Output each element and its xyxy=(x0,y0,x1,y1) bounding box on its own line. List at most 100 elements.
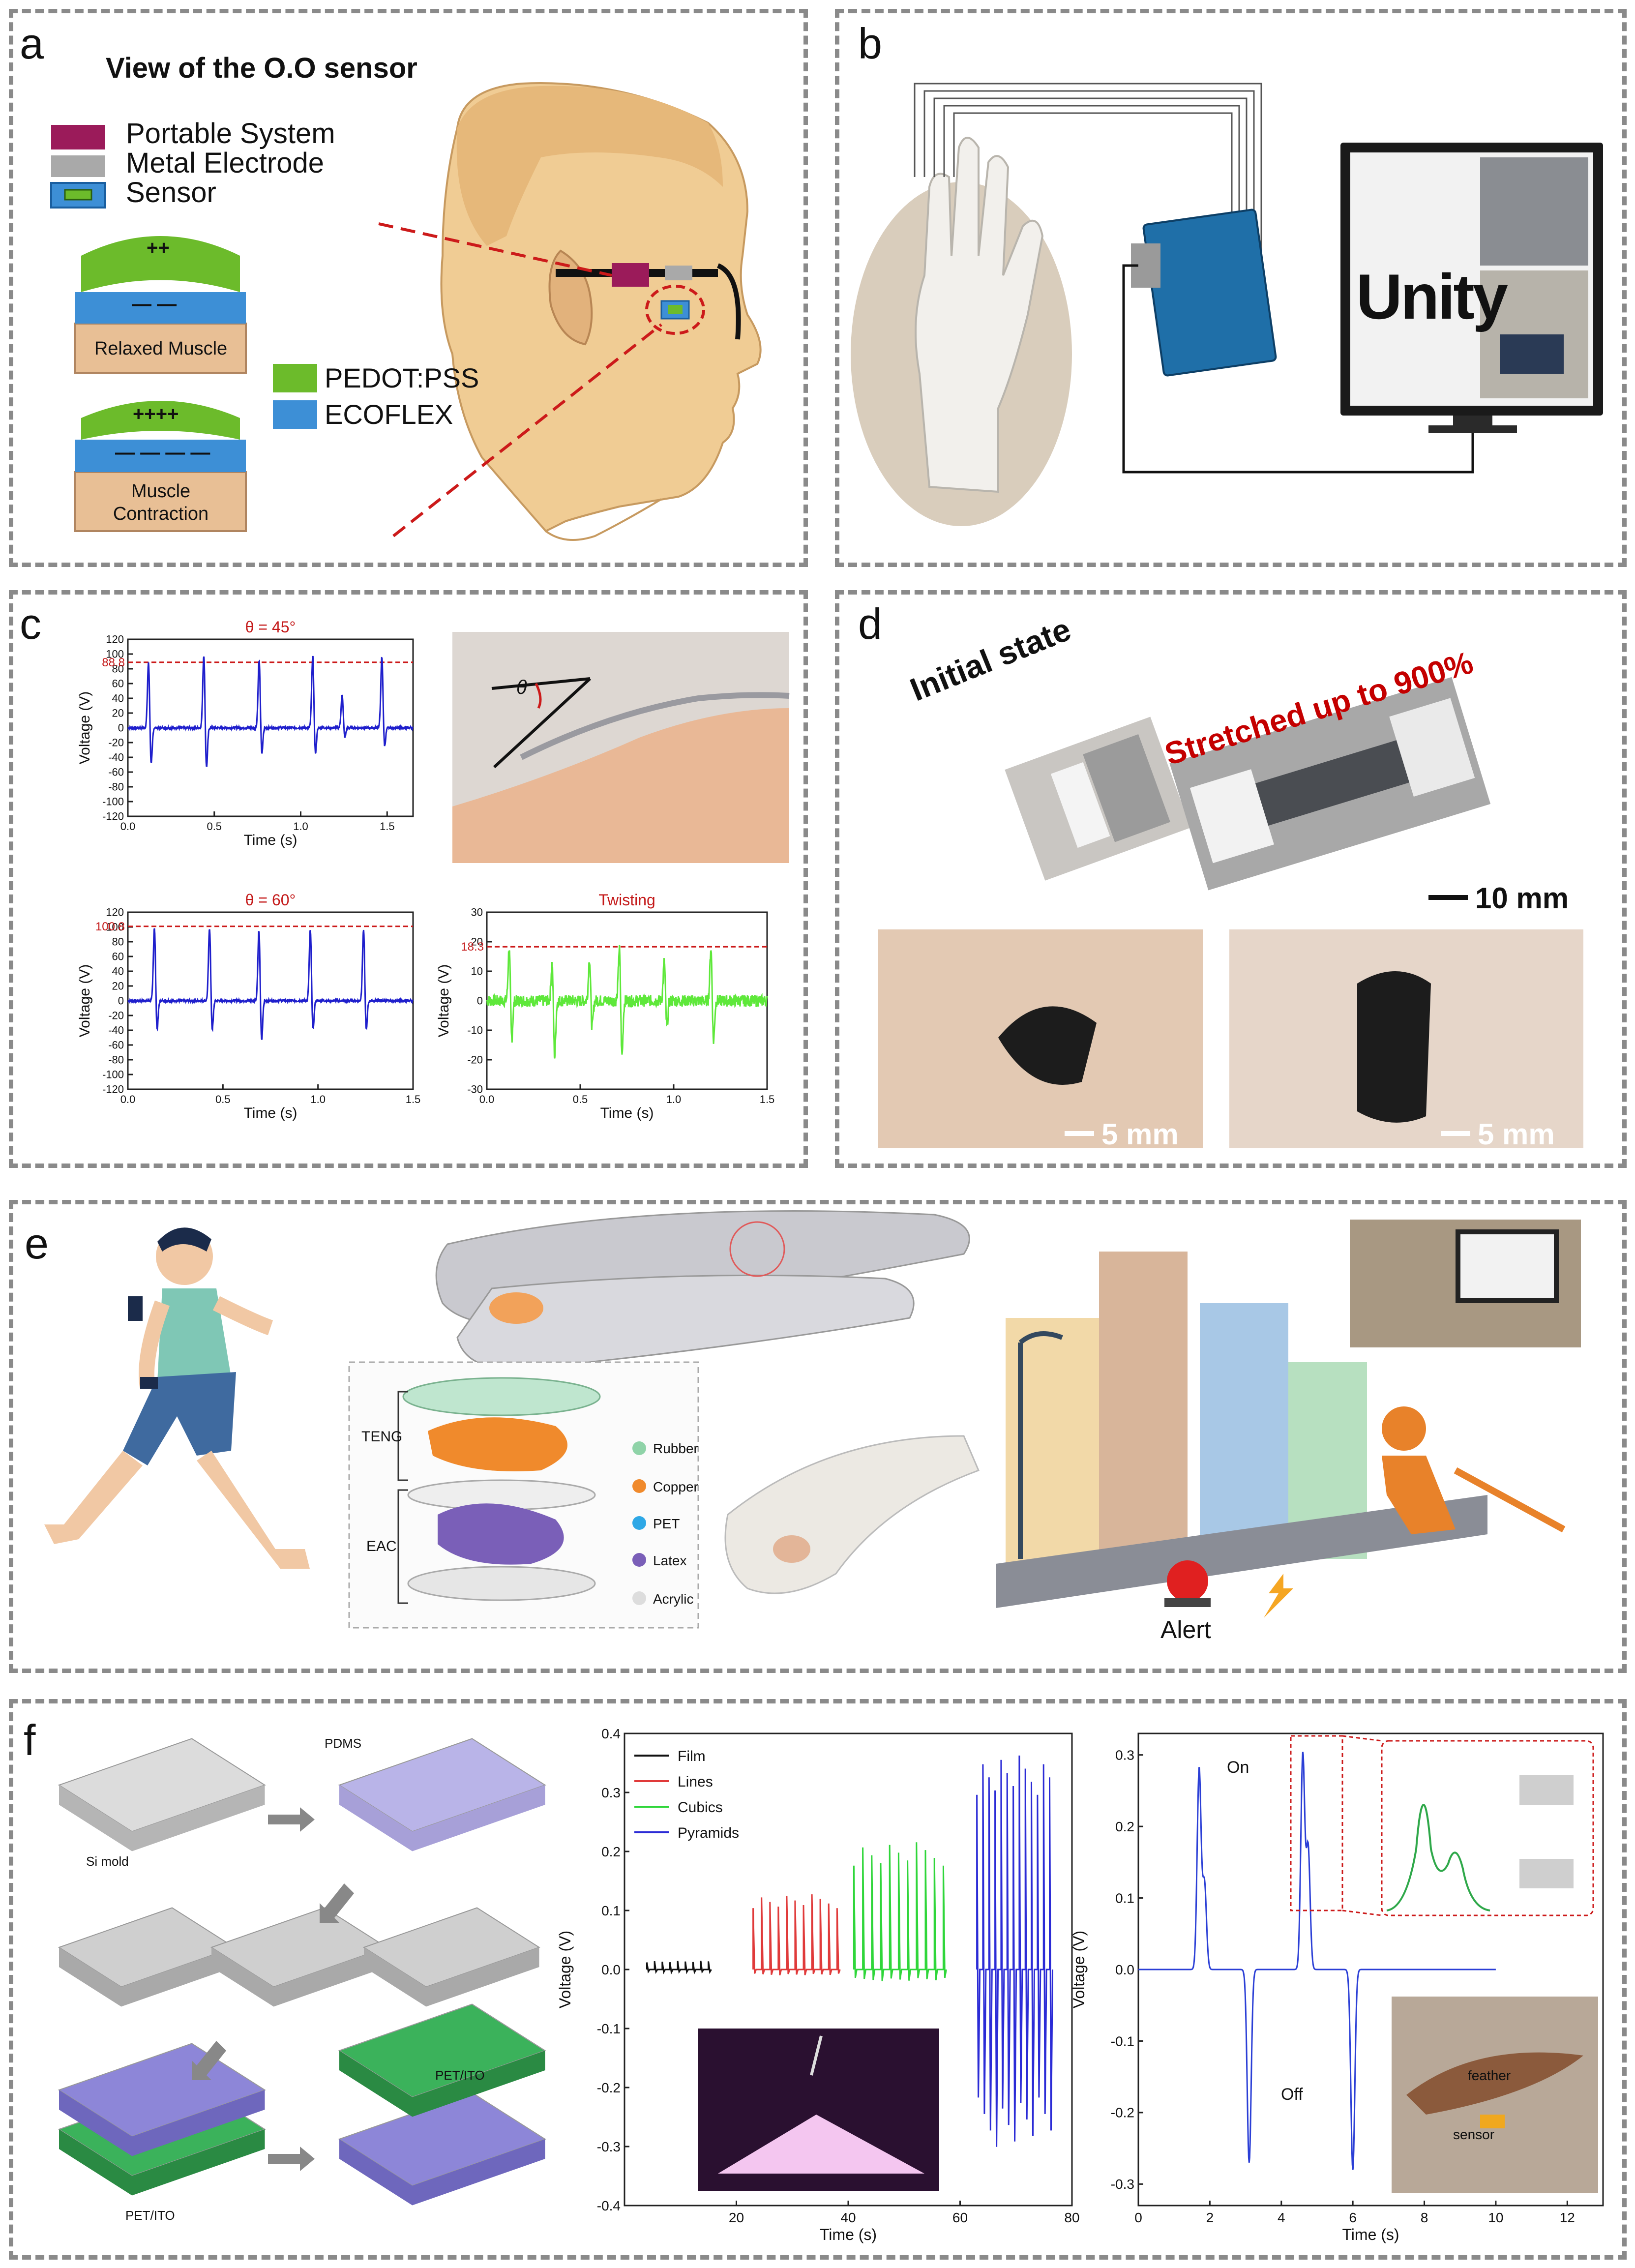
feather-on-label: On xyxy=(1227,1758,1249,1777)
zoom-connector-bottom xyxy=(1342,1910,1382,1916)
feather-icon-1 xyxy=(1519,1775,1574,1805)
eac-label: EAC xyxy=(366,1538,397,1554)
y-tick-label: 100 xyxy=(106,921,124,933)
y-tick-label: 100 xyxy=(106,648,124,660)
arduino-to-monitor-cable xyxy=(1122,264,1474,474)
relaxed-pedot xyxy=(81,236,240,292)
relaxed-bottom-charge: — — xyxy=(132,293,177,315)
head-illustration xyxy=(440,82,762,541)
panel-e-label: e xyxy=(25,1219,49,1268)
pyramid-mold-block-side-right xyxy=(426,1947,539,2007)
pdms-block-side-left xyxy=(339,1785,413,1851)
x-tick-label: 6 xyxy=(1349,2210,1357,2225)
y-tick-label: -0.2 xyxy=(597,2080,621,2095)
contraction-label-2: Contraction xyxy=(113,504,209,524)
panel-a-title: View of the O.O sensor xyxy=(106,52,417,84)
signal-line xyxy=(127,928,414,1040)
feather-shape xyxy=(1406,2052,1583,2115)
monitor-stand xyxy=(1453,416,1492,426)
plot-title: θ = 60° xyxy=(245,891,296,909)
y-tick-label: -60 xyxy=(108,766,124,778)
relaxed-top-charge: ++ xyxy=(147,237,170,259)
y-tick-label: 120 xyxy=(106,906,124,919)
x-tick-label: 1.5 xyxy=(406,1093,421,1105)
portable-system-swatch xyxy=(51,125,105,149)
metal-electrode-swatch xyxy=(51,155,105,177)
series-pyramids xyxy=(976,1755,1053,2147)
signal-line xyxy=(486,945,768,1059)
portable-system-module xyxy=(612,263,649,287)
reference-value-label: 100.8 xyxy=(95,920,125,933)
y-tick-label: -120 xyxy=(102,1083,124,1096)
assembled-block-side-left xyxy=(339,2139,413,2206)
feather-label: feather xyxy=(1468,2068,1511,2083)
x-tick-label: 1.0 xyxy=(293,820,308,833)
x-axis-label: Time (s) xyxy=(244,1105,297,1121)
x-tick-label: 0 xyxy=(1134,2210,1142,2225)
y-tick-label: 0.0 xyxy=(601,1962,621,1977)
initial-state-photo xyxy=(1005,716,1191,881)
y-tick-label: -20 xyxy=(108,737,124,749)
x-tick-label: 0.0 xyxy=(120,1093,136,1105)
city-fall-illustration xyxy=(996,1252,1566,1618)
legend-label-lines: Lines xyxy=(678,1774,713,1790)
metal-electrode-module xyxy=(665,266,692,280)
y-tick-label: 0.2 xyxy=(1115,1819,1134,1834)
y-tick-label: -10 xyxy=(467,1024,483,1037)
y-tick-label: -0.4 xyxy=(597,2198,621,2213)
scale-5mm-label-a: 5 mm xyxy=(1101,1118,1179,1151)
feather-off-label: Off xyxy=(1281,2085,1303,2104)
x-tick-label: 40 xyxy=(840,2210,856,2225)
x-tick-label: 80 xyxy=(1064,2210,1079,2225)
legend-label-cubics: Cubics xyxy=(678,1799,723,1816)
stretched-photo xyxy=(1169,677,1491,891)
pedot-label: PEDOT:PSS xyxy=(325,362,479,393)
y-tick-label: 0 xyxy=(477,995,483,1007)
series-lines xyxy=(752,1894,841,1975)
lines-mold-block-side-left xyxy=(59,1947,121,2007)
arrow-down-left-1 xyxy=(320,1883,354,1923)
y-tick-label: 0.3 xyxy=(1115,1747,1134,1762)
y-tick-label: -40 xyxy=(108,1024,124,1037)
signal-line xyxy=(1138,1752,1496,2170)
process-simold-label: Si mold xyxy=(86,1854,129,1869)
assembled-block-side-right xyxy=(412,2139,545,2206)
x-tick-label: 1.0 xyxy=(666,1093,682,1105)
sensor-chip xyxy=(1480,2115,1505,2128)
x-tick-label: 10 xyxy=(1488,2210,1503,2225)
contraction-bottom-charge: — — — — xyxy=(115,442,210,463)
y-tick-label: 30 xyxy=(471,906,483,919)
ecoflex-swatch xyxy=(273,400,317,429)
teng-label: TENG xyxy=(361,1429,403,1445)
zoom-connector-top xyxy=(1342,1735,1382,1742)
y-tick-label: 40 xyxy=(112,692,124,705)
x-axis-label: Time (s) xyxy=(600,1105,654,1121)
y-tick-label: 0.3 xyxy=(601,1785,621,1800)
y-tick-label: 0.1 xyxy=(601,1903,621,1918)
relaxed-muscle-label: Relaxed Muscle xyxy=(94,338,228,359)
unity-logo-text: Unity xyxy=(1356,261,1508,332)
pedot-swatch xyxy=(273,364,317,392)
panel-b-label: b xyxy=(858,19,882,68)
y-tick-label: 80 xyxy=(112,936,124,948)
y-tick-label: -100 xyxy=(102,1069,124,1081)
panel-a-label: a xyxy=(20,19,44,68)
layer-label-latex: Latex xyxy=(653,1553,687,1568)
panel-f-label: f xyxy=(24,1716,36,1764)
layer-label-copper: Copper xyxy=(653,1479,698,1494)
y-tick-label: 0.0 xyxy=(1115,1962,1134,1977)
x-tick-label: 20 xyxy=(729,2210,744,2225)
y-tick-label: 0 xyxy=(118,995,124,1007)
legend-label-film: Film xyxy=(678,1748,706,1764)
y-tick-label: 0.4 xyxy=(601,1726,621,1741)
sensor-callout-ellipse xyxy=(645,285,705,335)
x-tick-label: 1.5 xyxy=(380,820,395,833)
y-tick-label: -0.3 xyxy=(597,2139,621,2154)
y-tick-label: -120 xyxy=(102,810,124,823)
x-axis-label: Time (s) xyxy=(820,2226,877,2243)
reference-value-label: 18.3 xyxy=(461,940,484,954)
x-tick-label: 0.5 xyxy=(573,1093,588,1105)
